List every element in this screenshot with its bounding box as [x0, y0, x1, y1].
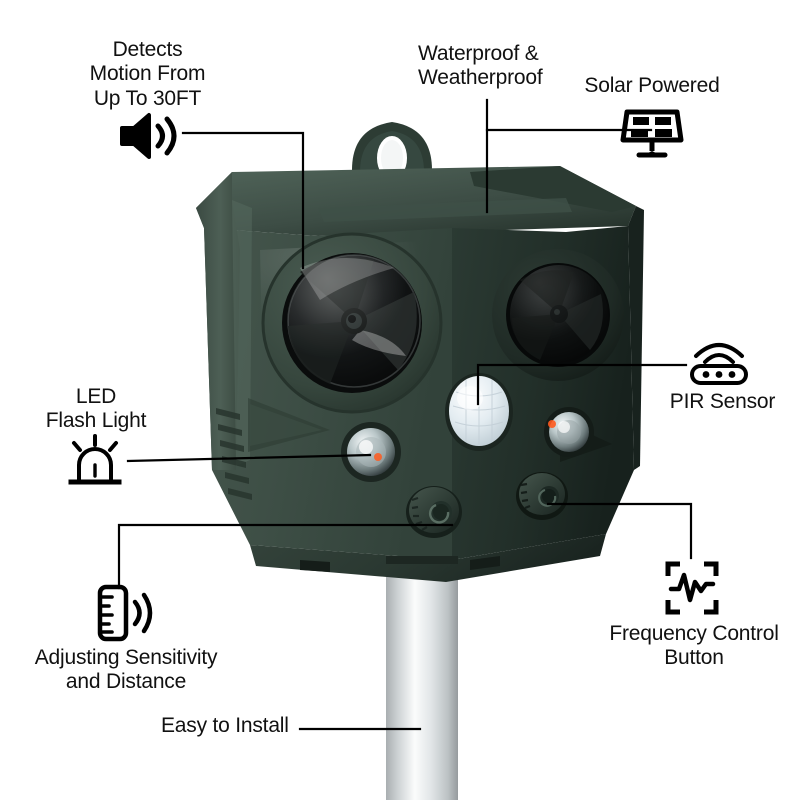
ultrasonic-speaker-right [492, 249, 624, 381]
feature-label-easy-to-install: Easy to Install [161, 714, 289, 737]
leader-pir-sensor [476, 363, 688, 406]
pir-sensor-dome [445, 373, 513, 451]
waveform-square-icon [662, 558, 722, 618]
solar-panel-icon [619, 106, 685, 160]
feature-label-motion-detection: Detects Motion From Up To 30FT [89, 38, 206, 110]
leader-adjusting-sensitivity [117, 523, 454, 590]
led-lens-left [341, 422, 401, 482]
device-top-deck [196, 166, 636, 236]
pir-signal-icon [686, 336, 752, 386]
ruler-signal-icon [94, 583, 156, 645]
feature-label-adjusting-sensitivity: Adjusting Sensitivity and Distance [34, 646, 218, 694]
leader-frequency-control [546, 502, 693, 560]
feature-label-led-flash-light: LED Flash Light [45, 385, 147, 433]
ultrasonic-speaker-left [261, 232, 443, 414]
feature-label-waterproof: Waterproof & Weatherproof [418, 42, 543, 90]
leader-led-flash-light [126, 453, 372, 463]
feature-label-pir-sensor: PIR Sensor [669, 390, 776, 413]
speaker-sound-icon [116, 110, 188, 162]
feature-label-solar-powered: Solar Powered [584, 74, 720, 97]
feature-label-frequency-control: Frequency Control Button [609, 622, 779, 670]
device-bottom-lip [250, 534, 606, 582]
led-lens-right [544, 407, 594, 457]
led-beacon-icon [62, 432, 128, 490]
leader-motion-detection [181, 131, 305, 270]
